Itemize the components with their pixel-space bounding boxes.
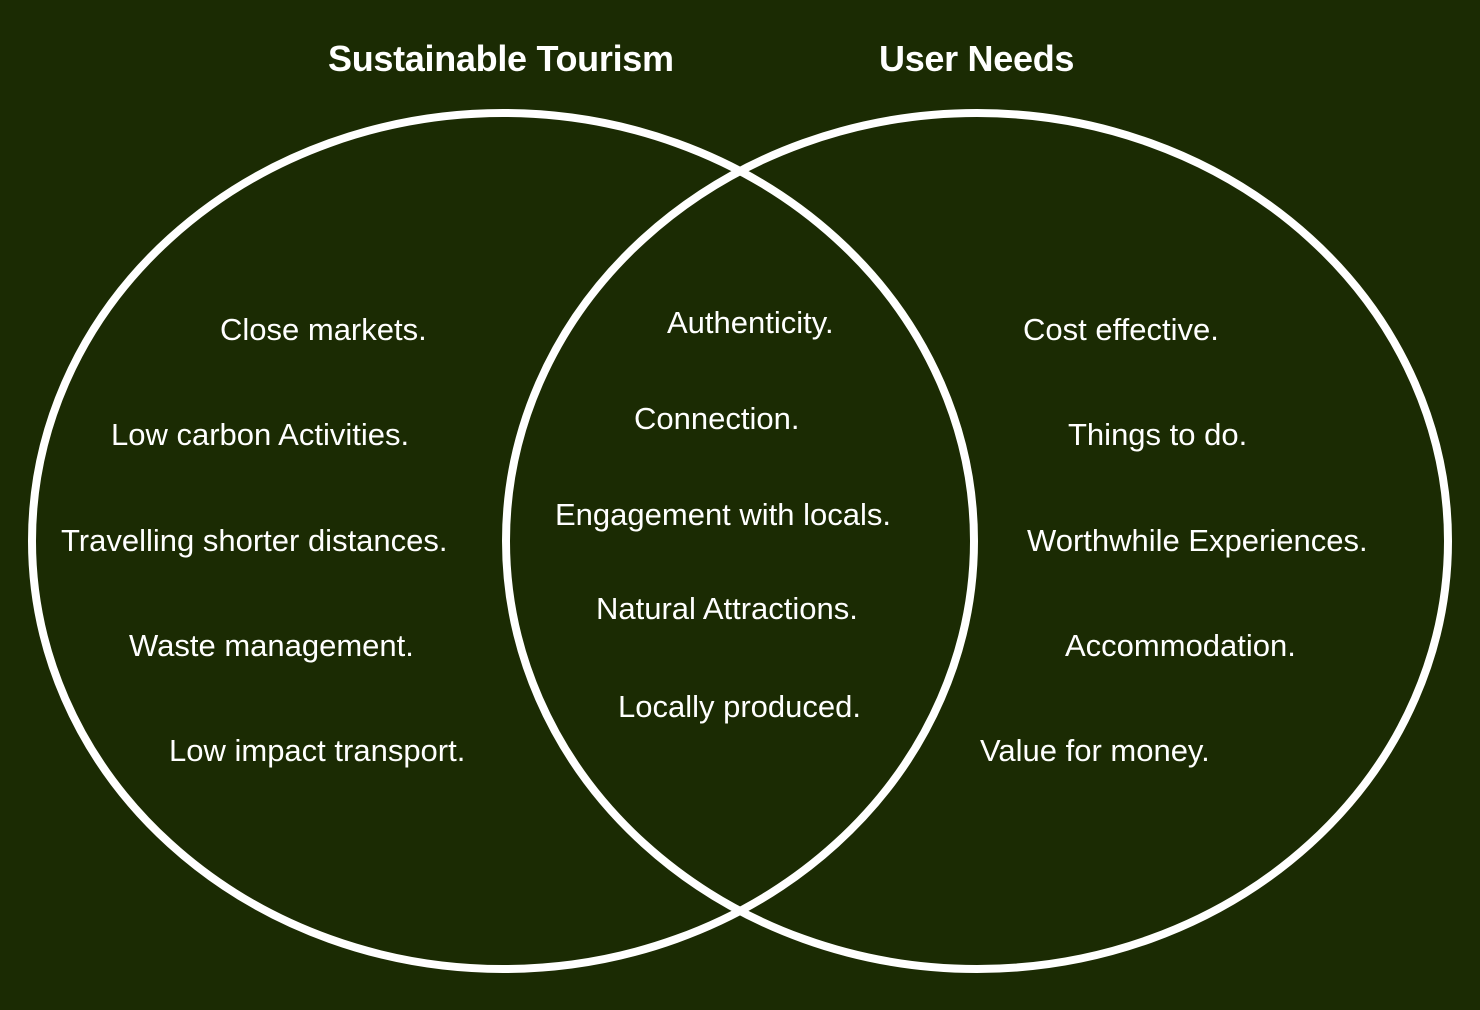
overlap-item: Natural Attractions.: [596, 591, 858, 626]
left-item: Close markets.: [220, 312, 427, 347]
right-circle: [502, 109, 1452, 973]
right-circle-title: User Needs: [879, 38, 1075, 79]
overlap-item: Connection.: [634, 401, 800, 436]
left-item: Waste management.: [129, 628, 414, 663]
overlap-item: Authenticity.: [667, 305, 834, 340]
right-item: Things to do.: [1068, 417, 1248, 452]
right-item: Worthwhile Experiences.: [1027, 523, 1368, 558]
overlap-item: Locally produced.: [618, 689, 861, 724]
right-item: Cost effective.: [1023, 312, 1219, 347]
left-circle: [28, 109, 978, 973]
right-item: Accommodation.: [1065, 628, 1296, 663]
right-item: Value for money.: [980, 733, 1210, 768]
left-item: Low impact transport.: [169, 733, 466, 768]
left-item: Travelling shorter distances.: [61, 523, 448, 558]
left-item: Low carbon Activities.: [111, 417, 410, 452]
left-circle-title: Sustainable Tourism: [328, 38, 674, 79]
overlap-item: Engagement with locals.: [555, 497, 892, 532]
